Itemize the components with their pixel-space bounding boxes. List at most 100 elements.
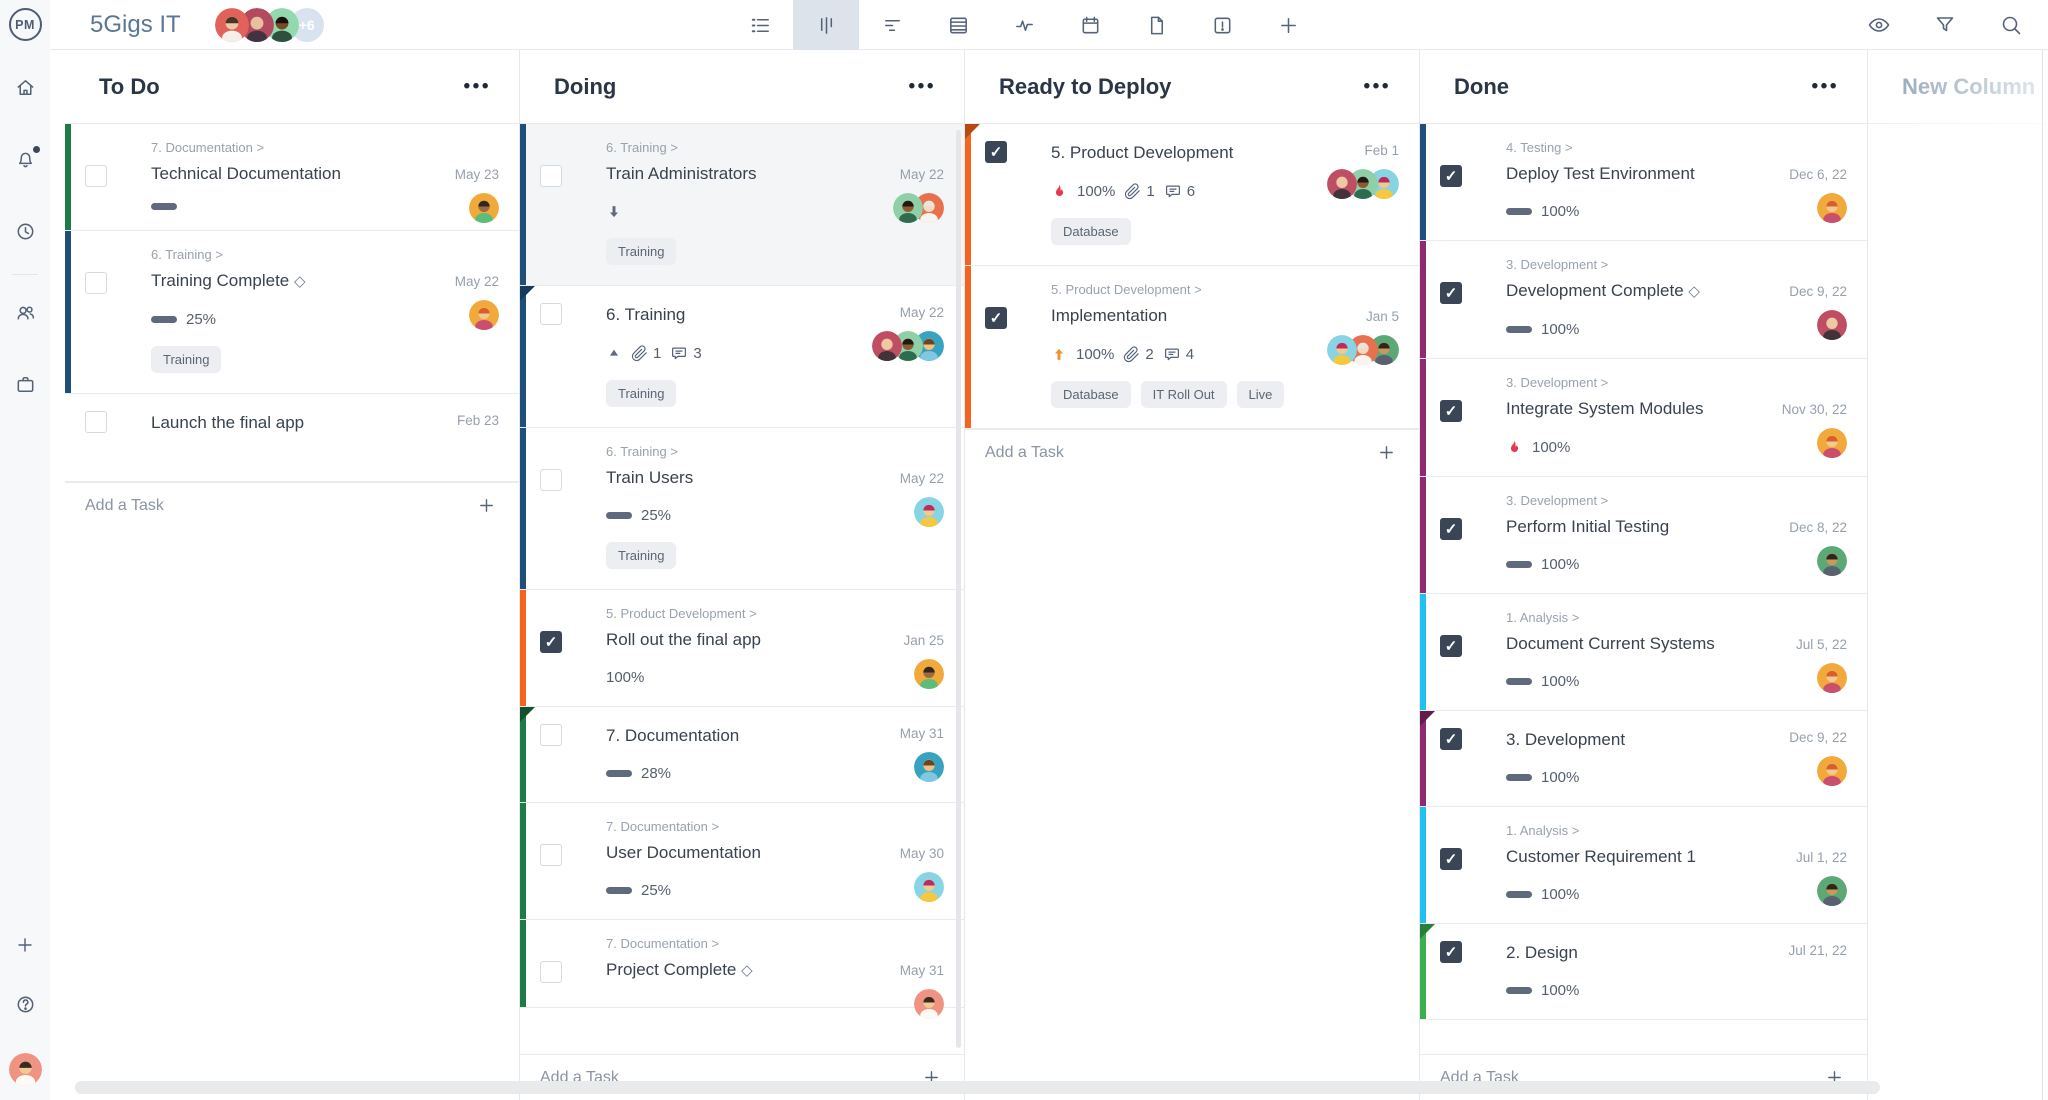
task-color-bar — [1420, 477, 1426, 593]
sidebar-item-portfolio[interactable] — [14, 373, 37, 401]
task-checkbox[interactable]: ✓ — [1440, 635, 1462, 657]
filter-icon — [1933, 13, 1957, 37]
tab-activity-view[interactable] — [991, 0, 1057, 50]
column-menu-icon[interactable]: ••• — [908, 76, 936, 97]
button-visibility[interactable] — [1846, 0, 1912, 50]
task-checkbox[interactable]: ✓ — [540, 631, 562, 653]
tab-board-view[interactable] — [793, 0, 859, 50]
task-card[interactable]: ✓3. Development >Development Complete ◇1… — [1420, 241, 1867, 359]
tab-calendar-view[interactable] — [1057, 0, 1123, 50]
pm-logo-icon: PM — [8, 8, 42, 41]
task-checkbox[interactable]: ✓ — [1440, 400, 1462, 422]
task-checkbox[interactable] — [540, 469, 562, 491]
button-search[interactable] — [1978, 0, 2044, 50]
task-breadcrumb[interactable]: 7. Documentation > — [606, 819, 720, 834]
task-checkbox[interactable] — [540, 844, 562, 866]
task-breadcrumb[interactable]: 4. Testing > — [1506, 140, 1573, 155]
plus-icon — [1376, 442, 1397, 463]
task-checkbox[interactable] — [85, 411, 107, 433]
task-checkbox[interactable] — [85, 272, 107, 294]
task-checkbox[interactable]: ✓ — [985, 307, 1007, 329]
column-menu-icon[interactable]: ••• — [1811, 76, 1839, 97]
task-checkbox[interactable] — [540, 303, 562, 325]
task-indicators: 25% — [151, 311, 499, 328]
sidebar-item-help[interactable] — [14, 993, 37, 1021]
sidebar-item-notifications[interactable] — [14, 146, 40, 176]
user-avatar[interactable] — [8, 1053, 42, 1086]
task-card[interactable]: ✓5. Product Development >Roll out the fi… — [520, 590, 964, 707]
task-checkbox[interactable]: ✓ — [1440, 518, 1462, 540]
assignee-avatar — [469, 193, 499, 223]
task-breadcrumb[interactable]: 3. Development > — [1506, 493, 1609, 508]
task-checkbox[interactable] — [540, 165, 562, 187]
due-date: May 31 — [899, 726, 944, 741]
assignee-avatars — [1327, 335, 1399, 365]
tab-document-view[interactable] — [1123, 0, 1189, 50]
tab-status-view[interactable] — [1189, 0, 1255, 50]
button-filter[interactable] — [1912, 0, 1978, 50]
member-overflow-badge[interactable]: +6 — [289, 7, 324, 42]
column-header: To Do••• — [65, 50, 519, 124]
task-breadcrumb[interactable]: 5. Product Development > — [606, 606, 757, 621]
tab-sheet-view[interactable] — [925, 0, 991, 50]
sidebar-item-add[interactable] — [14, 934, 36, 961]
task-checkbox[interactable] — [85, 165, 107, 187]
column-title: New Column — [1902, 73, 2036, 99]
task-breadcrumb[interactable]: 6. Training > — [606, 140, 678, 155]
task-checkbox[interactable]: ✓ — [985, 141, 1007, 163]
progress-bar — [1506, 208, 1532, 215]
document-view-icon — [1145, 14, 1168, 37]
task-checkbox[interactable]: ✓ — [1440, 941, 1462, 963]
add-task-button[interactable]: Add a Task — [65, 482, 519, 528]
task-card[interactable]: 7. Documentation >Project Complete ◇May … — [520, 920, 964, 1019]
tag-pill: Database — [1051, 381, 1131, 408]
task-card[interactable]: 7. Documentation >Technical Documentatio… — [65, 124, 519, 231]
assignee-avatar — [1817, 756, 1847, 786]
task-breadcrumb[interactable]: 1. Analysis > — [1506, 610, 1580, 625]
tab-add-view[interactable] — [1255, 0, 1321, 50]
task-card[interactable]: ✓3. Development >Perform Initial Testing… — [1420, 477, 1867, 594]
task-card[interactable]: 6. Training >Training Complete ◇25%Train… — [65, 231, 519, 394]
sidebar-item-team[interactable] — [14, 301, 37, 329]
task-checkbox[interactable]: ✓ — [1440, 848, 1462, 870]
task-breadcrumb[interactable]: 5. Product Development > — [1051, 282, 1202, 297]
tab-list-view[interactable] — [727, 0, 793, 50]
task-breadcrumb[interactable]: 3. Development > — [1506, 257, 1609, 272]
task-checkbox[interactable] — [540, 724, 562, 746]
task-breadcrumb[interactable]: 6. Training > — [606, 444, 678, 459]
task-checkbox[interactable]: ✓ — [1440, 728, 1462, 750]
project-members[interactable]: +6 — [214, 7, 324, 42]
app-logo[interactable]: PM — [0, 0, 50, 50]
horizontal-scrollbar[interactable] — [75, 1081, 1880, 1094]
add-task-button[interactable]: Add a Task — [965, 429, 1419, 475]
sidebar-item-home[interactable] — [14, 76, 37, 104]
task-card[interactable]: ✓3. Development >Integrate System Module… — [1420, 359, 1867, 477]
column-scrollbar[interactable] — [956, 130, 961, 1048]
task-checkbox[interactable]: ✓ — [1440, 165, 1462, 187]
task-breadcrumb[interactable]: 6. Training > — [151, 247, 223, 262]
task-breadcrumb[interactable]: 1. Analysis > — [1506, 823, 1580, 838]
task-checkbox[interactable] — [540, 961, 562, 983]
column-menu-icon[interactable]: ••• — [463, 76, 491, 97]
sidebar-item-recent[interactable] — [14, 220, 37, 248]
task-indicators: 25% — [606, 882, 944, 899]
task-breadcrumb[interactable]: 3. Development > — [1506, 375, 1609, 390]
task-breadcrumb[interactable]: 7. Documentation > — [606, 936, 720, 951]
task-checkbox[interactable]: ✓ — [1440, 282, 1462, 304]
tab-gantt-view[interactable] — [859, 0, 925, 50]
task-breadcrumb[interactable]: 7. Documentation > — [151, 140, 265, 155]
column-menu-icon[interactable]: ••• — [1363, 76, 1391, 97]
